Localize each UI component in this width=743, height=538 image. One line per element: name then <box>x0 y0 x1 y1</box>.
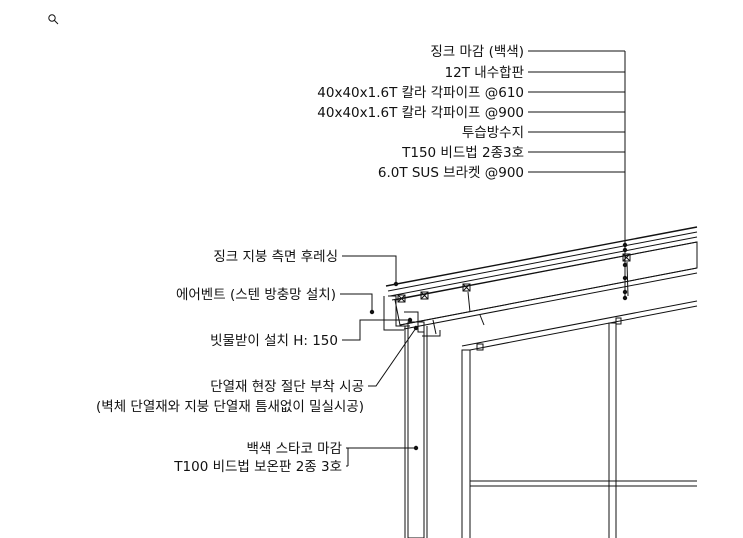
wall-insulation <box>407 321 425 538</box>
plywood-line-top <box>387 231 698 292</box>
bracket <box>626 261 629 297</box>
label-roof-insulation: T150 비드법 2종3호 <box>401 145 524 161</box>
zinc-finish-line <box>385 226 698 287</box>
magnifier-icon[interactable] <box>48 14 59 25</box>
interior-post <box>461 349 471 538</box>
callouts-right: 징크 마감 (백색) 12T 내수합판 40x40x1.6T 칼라 각파이프 @… <box>317 44 628 301</box>
roof-underside <box>403 272 698 330</box>
label-plywood: 12T 내수합판 <box>445 65 524 81</box>
label-membrane: 투습방수지 <box>462 125 524 141</box>
pipe-section <box>420 291 429 300</box>
label-insulation-cut: 단열재 현장 절단 부착 시공 <box>210 379 364 395</box>
label-side-flashing: 징크 지붕 측면 후레싱 <box>213 249 338 265</box>
interior-post <box>608 322 617 538</box>
plywood-line-bottom <box>389 236 698 297</box>
roof-assembly <box>385 226 698 335</box>
pipe-section <box>622 253 631 262</box>
callouts-left: 징크 지붕 측면 후레싱 에어벤트 (스텐 방충망 설치) 빗물받이 설치 H:… <box>96 249 419 475</box>
air-vent <box>388 295 410 327</box>
label-air-vent: 에어벤트 (스텐 방충망 설치) <box>176 287 336 303</box>
pipe-section <box>462 283 471 292</box>
bracket <box>467 291 471 313</box>
pipe-section <box>397 294 406 303</box>
label-gutter: 빗물받이 설치 H: 150 <box>210 333 338 349</box>
label-wall-insulation-board: T100 비드법 보온판 2종 3호 <box>173 459 342 475</box>
label-pipe-900: 40x40x1.6T 칼라 각파이프 @900 <box>317 105 524 121</box>
roof-insulation <box>394 241 698 326</box>
wall-assembly <box>383 295 698 538</box>
label-insulation-note: (벽체 단열재와 지붕 단열재 틈새없이 밀실시공) <box>96 399 364 415</box>
gutter <box>404 311 424 333</box>
label-sus-bracket: 6.0T SUS 브라켓 @900 <box>378 165 524 181</box>
label-pipe-610: 40x40x1.6T 칼라 각파이프 @610 <box>317 85 524 101</box>
label-zinc-finish: 징크 마감 (백색) <box>430 44 524 60</box>
label-stucco: 백색 스타코 마감 <box>246 441 342 457</box>
